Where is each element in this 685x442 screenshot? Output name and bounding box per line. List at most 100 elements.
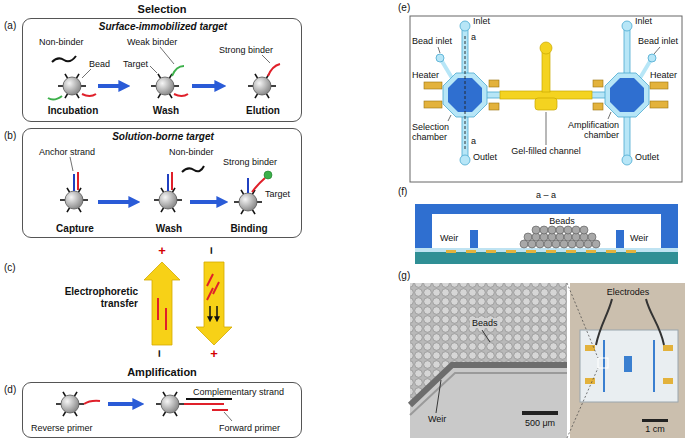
cross-section	[572, 226, 580, 234]
section-mark: a	[471, 32, 476, 42]
selection-b-illustration	[70, 157, 73, 171]
transfer-arrows	[216, 306, 218, 318]
part-label: Reverse primer	[31, 423, 93, 433]
selection-b-illustration	[182, 166, 204, 172]
section-heading: Selection	[138, 3, 187, 16]
part-label: Outlet	[473, 152, 497, 162]
microfluidic-chip	[650, 101, 668, 108]
panel-letter: (d)	[4, 384, 16, 396]
micrograph	[436, 380, 441, 413]
micrograph	[410, 365, 567, 405]
chip-photo	[585, 345, 673, 384]
cross-section	[548, 226, 556, 234]
microfluidic-chip	[654, 47, 660, 54]
zoom-lines	[567, 283, 598, 438]
polarity-sign: −	[205, 247, 218, 255]
microfluidic-chip	[438, 47, 660, 145]
microfluidic-chip	[650, 82, 668, 89]
panel-letter: (c)	[4, 262, 16, 274]
cross-section	[446, 250, 636, 253]
microfluidic-chip	[500, 42, 592, 110]
part-label: Inlet	[473, 16, 490, 26]
cross-section	[432, 214, 661, 248]
microfluidic-chip	[593, 103, 603, 110]
chip-photo	[570, 283, 685, 438]
cross-section	[544, 240, 552, 248]
panel-box: Solution-borne targetAnchor strandNon-bi…	[22, 128, 302, 238]
transfer-arrows	[165, 308, 167, 330]
microfluidic-chip	[489, 103, 499, 110]
part-label: Heater	[412, 70, 439, 80]
selection-a-illustration	[268, 64, 280, 76]
panel-box: Surface-immobilized targetNon-binderBead…	[22, 18, 302, 122]
part-label: Forward primer	[219, 423, 280, 433]
selection-a-illustration	[160, 47, 174, 64]
cross-section	[584, 240, 592, 248]
zoom-lines	[567, 283, 598, 358]
microfluidic-chip	[424, 82, 442, 89]
step-label: Binding	[230, 223, 267, 235]
cross-section	[616, 230, 624, 248]
cross-section	[486, 250, 496, 253]
selection-a-illustration	[82, 69, 91, 78]
selection-b-illustration	[98, 200, 132, 204]
part-label: Amplification chamber	[561, 120, 619, 141]
cross-section	[532, 226, 540, 234]
chip-photo	[598, 358, 608, 368]
selection-b-illustration	[171, 172, 173, 190]
part-label: Outlet	[635, 152, 659, 162]
selection-b-illustration	[247, 178, 249, 193]
amplification-illustration	[186, 398, 232, 400]
part-label: Gel-filled channel	[511, 146, 581, 156]
cross-section	[415, 252, 678, 264]
selection-a-illustration	[172, 66, 184, 76]
chip-photo	[570, 283, 685, 438]
part-label: Non-binder	[169, 147, 214, 157]
micrograph	[522, 411, 558, 415]
microfluidic-chip	[542, 52, 550, 92]
cross-section	[520, 226, 600, 248]
microfluidic-chip	[610, 78, 644, 112]
selection-b-illustration	[77, 172, 79, 190]
cross-section	[564, 226, 572, 234]
chip-photo	[653, 340, 655, 392]
section-heading: Amplification	[127, 366, 197, 379]
selection-a-illustration	[98, 84, 122, 88]
chip-photo	[596, 299, 612, 345]
selection-a-illustration	[192, 84, 218, 88]
cross-section	[592, 240, 600, 248]
chip-photo	[624, 356, 632, 372]
microfluidic-chip	[410, 16, 682, 182]
part-label: Bead inlet	[638, 36, 678, 46]
micrograph	[410, 283, 567, 405]
transfer-arrows	[157, 298, 159, 320]
part-label: Non-binder	[39, 37, 84, 47]
selection-a-illustration	[248, 74, 276, 98]
polarity-sign: −	[153, 350, 166, 358]
microfluidic-chip	[436, 21, 656, 165]
cross-section	[588, 233, 596, 241]
transfer-arrows	[209, 306, 211, 318]
cross-section	[560, 240, 568, 248]
process-label: Electrophoretic transfer	[46, 286, 138, 309]
cross-section	[536, 240, 544, 248]
microfluidic-chip	[591, 92, 606, 98]
microfluidic-chip	[410, 16, 682, 182]
cross-section	[466, 250, 476, 253]
section-mark: a – a	[536, 190, 556, 200]
cross-section	[552, 240, 560, 248]
step-label: Incubation	[48, 105, 99, 117]
microfluidic-chip	[460, 155, 470, 165]
transfer-arrows	[196, 262, 232, 345]
selection-a-illustration	[262, 55, 270, 63]
microfluidic-chip	[622, 21, 632, 31]
section-mark: a	[471, 136, 476, 146]
cross-section	[506, 250, 516, 253]
scale-bar-label: 500 μm	[525, 418, 555, 428]
microfluidic-chip	[540, 42, 552, 54]
step-label: Wash	[153, 105, 179, 117]
chip-photo	[663, 378, 673, 384]
micrograph	[482, 330, 490, 342]
part-label: Weir	[630, 233, 648, 243]
transfer-arrows	[144, 262, 180, 345]
